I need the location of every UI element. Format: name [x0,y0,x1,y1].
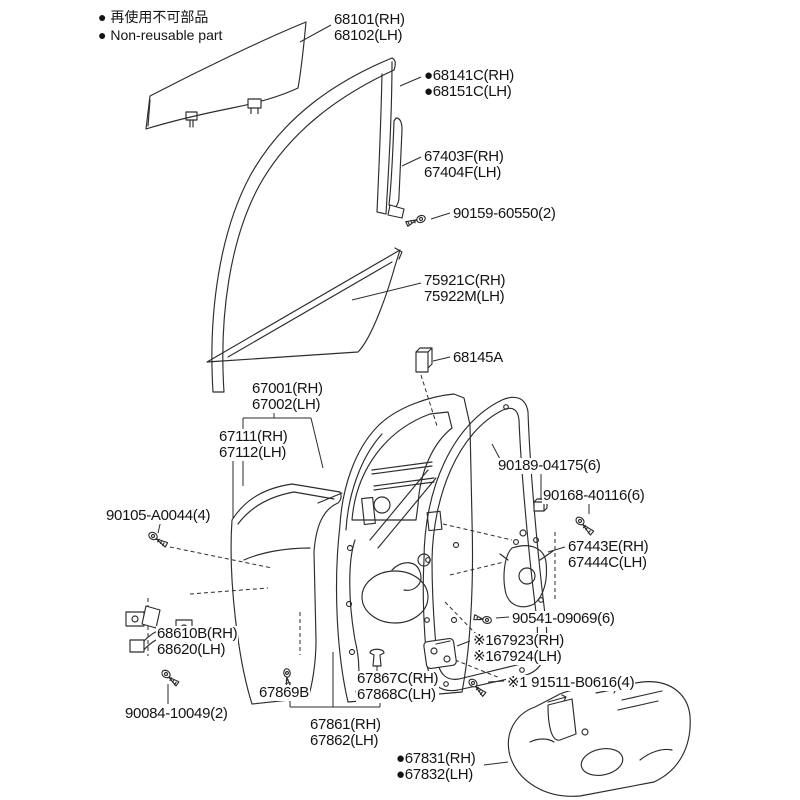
label-bolt-90105: 90105-A0044(4) [105,507,212,524]
bolt-90105-drawing [148,531,169,548]
screw-90159-drawing [405,214,426,227]
label-glass-run: ●68141C(RH)●68151C(LH) [423,67,515,100]
label-screw-91511: ※1 91511-B0616(4) [506,674,636,691]
label-clip-67867: 67867C(RH)67868C(LH) [356,670,440,703]
screw-67869-drawing [283,668,291,687]
lock-167923-drawing [423,637,457,670]
door-glass-drawing [145,21,307,130]
label-screw-90168: 90168-40116(6) [542,487,646,504]
label-clip-90189: 90189-04175(6) [497,457,602,474]
screw-90541-drawing [473,614,492,625]
legend-non-reusable: ● 再使用不可部品 ● Non-reusable part [97,8,224,44]
service-hole-cover-drawing [507,681,691,797]
screw-91511-drawing [468,678,487,697]
label-clip-67869: 67869B [258,684,310,701]
grommet-67867-drawing [369,648,385,667]
label-cushion: 68145A [452,349,504,366]
label-cover: ●67831(RH)●67832(LH) [395,750,477,783]
label-front-molding: 75921C(RH)75922M(LH) [423,272,507,305]
outer-panel-drawing [230,483,343,705]
label-hinge: 68610B(RH)68620(LH) [156,625,239,658]
label-outer-panel: 67111(RH)67112(LH) [218,428,289,461]
bolt-90084-drawing [161,669,180,687]
label-screw-90541: 90541-09069(6) [511,610,616,627]
label-rear-sash: 67403F(RH)67404F(LH) [423,148,505,181]
label-door-assy: 67001(RH)67002(LH) [251,380,324,413]
label-lock: ※167923(RH)※167924(LH) [472,632,565,665]
front-molding-drawing [206,247,403,363]
label-check-assy: 67443E(RH)67444C(LH) [567,538,650,571]
rear-sash-drawing [387,117,405,219]
label-screw-90159: 90159-60550(2) [452,205,557,222]
glass-run-drawing [211,57,396,393]
label-weatherstrip: 67861(RH)67862(LH) [309,716,382,749]
screw-90168-drawing [575,516,595,536]
check-assy-drawing [499,529,554,608]
dashed-link-lines [147,374,556,679]
label-bolt-90084: 90084-10049(2) [124,705,229,722]
label-glass: 68101(RH)68102(LH) [333,11,406,44]
cushion-drawing [415,347,433,373]
